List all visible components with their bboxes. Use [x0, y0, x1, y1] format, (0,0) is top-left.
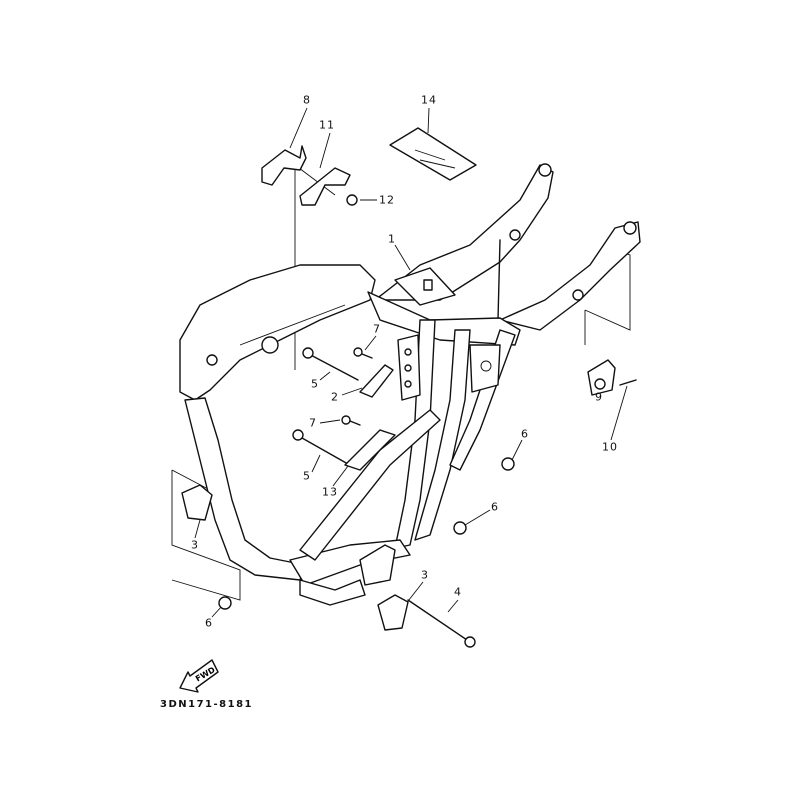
callout-3: 3: [421, 568, 429, 582]
callout-3: 3: [191, 538, 199, 552]
callout-9: 9: [595, 390, 603, 404]
callout-7: 7: [373, 322, 381, 336]
callout-6: 6: [205, 616, 213, 630]
parts: [181, 127, 637, 648]
callout-8: 8: [303, 93, 311, 107]
callout-10: 10: [602, 440, 618, 454]
callout-1: 1: [388, 232, 396, 246]
callout-11: 11: [319, 118, 335, 132]
callout-2: 2: [331, 390, 339, 404]
rear-subframe: [374, 163, 641, 331]
diagram-code: 3DN171-8181: [160, 699, 253, 710]
callout-5: 5: [311, 377, 319, 391]
callout-14: 14: [421, 93, 437, 107]
callout-7: 7: [309, 416, 317, 430]
callout-6: 6: [521, 427, 529, 441]
callout-6: 6: [491, 500, 499, 514]
callout-12: 12: [379, 193, 395, 207]
callout-13: 13: [322, 485, 338, 499]
main-frame: [179, 264, 521, 606]
callout-5: 5: [303, 469, 311, 483]
callout-4: 4: [454, 585, 462, 599]
fwd-arrow-icon: FWD: [179, 659, 219, 693]
